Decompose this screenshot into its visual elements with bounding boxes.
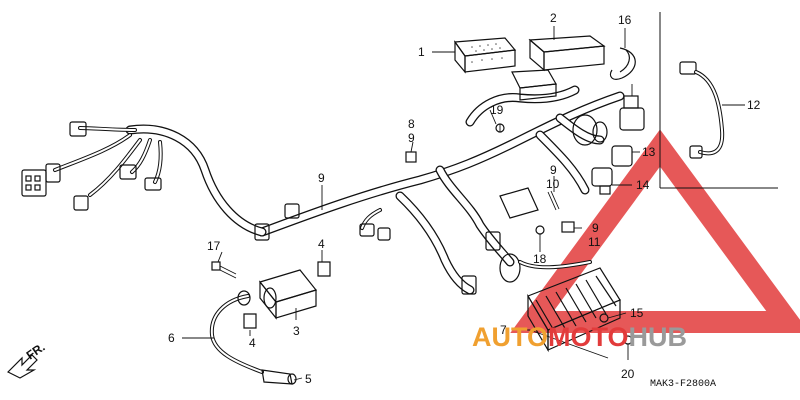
callout-15: 15 [630, 306, 644, 320]
part-4-clip-upper [317, 261, 331, 277]
part-16-band [609, 47, 636, 80]
callout-9d: 9 [592, 221, 599, 235]
callout-4a: 4 [318, 237, 325, 251]
callout-18: 18 [533, 252, 547, 266]
callout-12: 12 [747, 98, 761, 112]
part-4-clip-lower [243, 313, 257, 329]
part-2-block [511, 35, 606, 101]
part-20-bolt [623, 335, 633, 356]
part-17-bolt [211, 261, 237, 279]
leader-lines [182, 26, 745, 381]
watermark-text: AUTOMOTOHUB [472, 322, 687, 352]
callout-9b: 9 [318, 171, 325, 185]
callout-3: 3 [293, 324, 300, 338]
part-7-rectifier [518, 260, 621, 353]
callout-8: 8 [408, 117, 415, 131]
callout-7: 7 [500, 323, 507, 337]
watermark-hub: HUB [629, 322, 688, 352]
callout-2: 2 [550, 11, 557, 25]
arrow-icon [6, 354, 38, 379]
watermark-triangle [510, 129, 800, 333]
callout-20: 20 [621, 367, 635, 381]
callout-9a: 9 [408, 131, 415, 145]
part-1-box [453, 37, 517, 74]
callout-5: 5 [305, 372, 312, 386]
relay [619, 84, 645, 131]
callout-19: 19 [490, 103, 504, 117]
callout-16: 16 [618, 13, 632, 27]
part-5-plug-cap [261, 369, 297, 385]
callout-17: 17 [207, 239, 221, 253]
part-9-10-screws [405, 151, 575, 233]
callout-numbers: 1 2 16 12 19 8 9 13 14 9 9 10 9 11 18 17… [168, 11, 761, 386]
svg-text:AUTOMOTOHUB: AUTOMOTOHUB [472, 322, 687, 352]
callout-4b: 4 [249, 336, 256, 350]
fuse-box [499, 187, 539, 219]
front-direction-arrow: FR. [6, 340, 48, 379]
left-connectors [21, 121, 391, 241]
lower-connectors [461, 231, 521, 295]
watermark-auto: AUTO [472, 322, 548, 352]
part-3-ignition-coil [258, 269, 318, 320]
part-19-bolt [495, 123, 505, 133]
watermark-moto: MOTO [548, 322, 629, 352]
part-6-plug-wire [209, 290, 264, 374]
callout-9c: 9 [550, 163, 557, 177]
callout-14: 14 [636, 178, 650, 192]
callout-13: 13 [642, 145, 656, 159]
part-12-sensor [679, 61, 725, 159]
part-18-bolt [535, 225, 545, 246]
callout-6: 6 [168, 331, 175, 345]
cylinder-component [572, 114, 608, 146]
callout-10: 10 [546, 177, 560, 191]
drawing-code: MAK3-F2800A [650, 379, 716, 390]
part-13-14 [591, 145, 633, 195]
left-connector-wires [53, 126, 382, 230]
callout-1: 1 [418, 45, 425, 59]
callout-11: 11 [588, 235, 601, 249]
